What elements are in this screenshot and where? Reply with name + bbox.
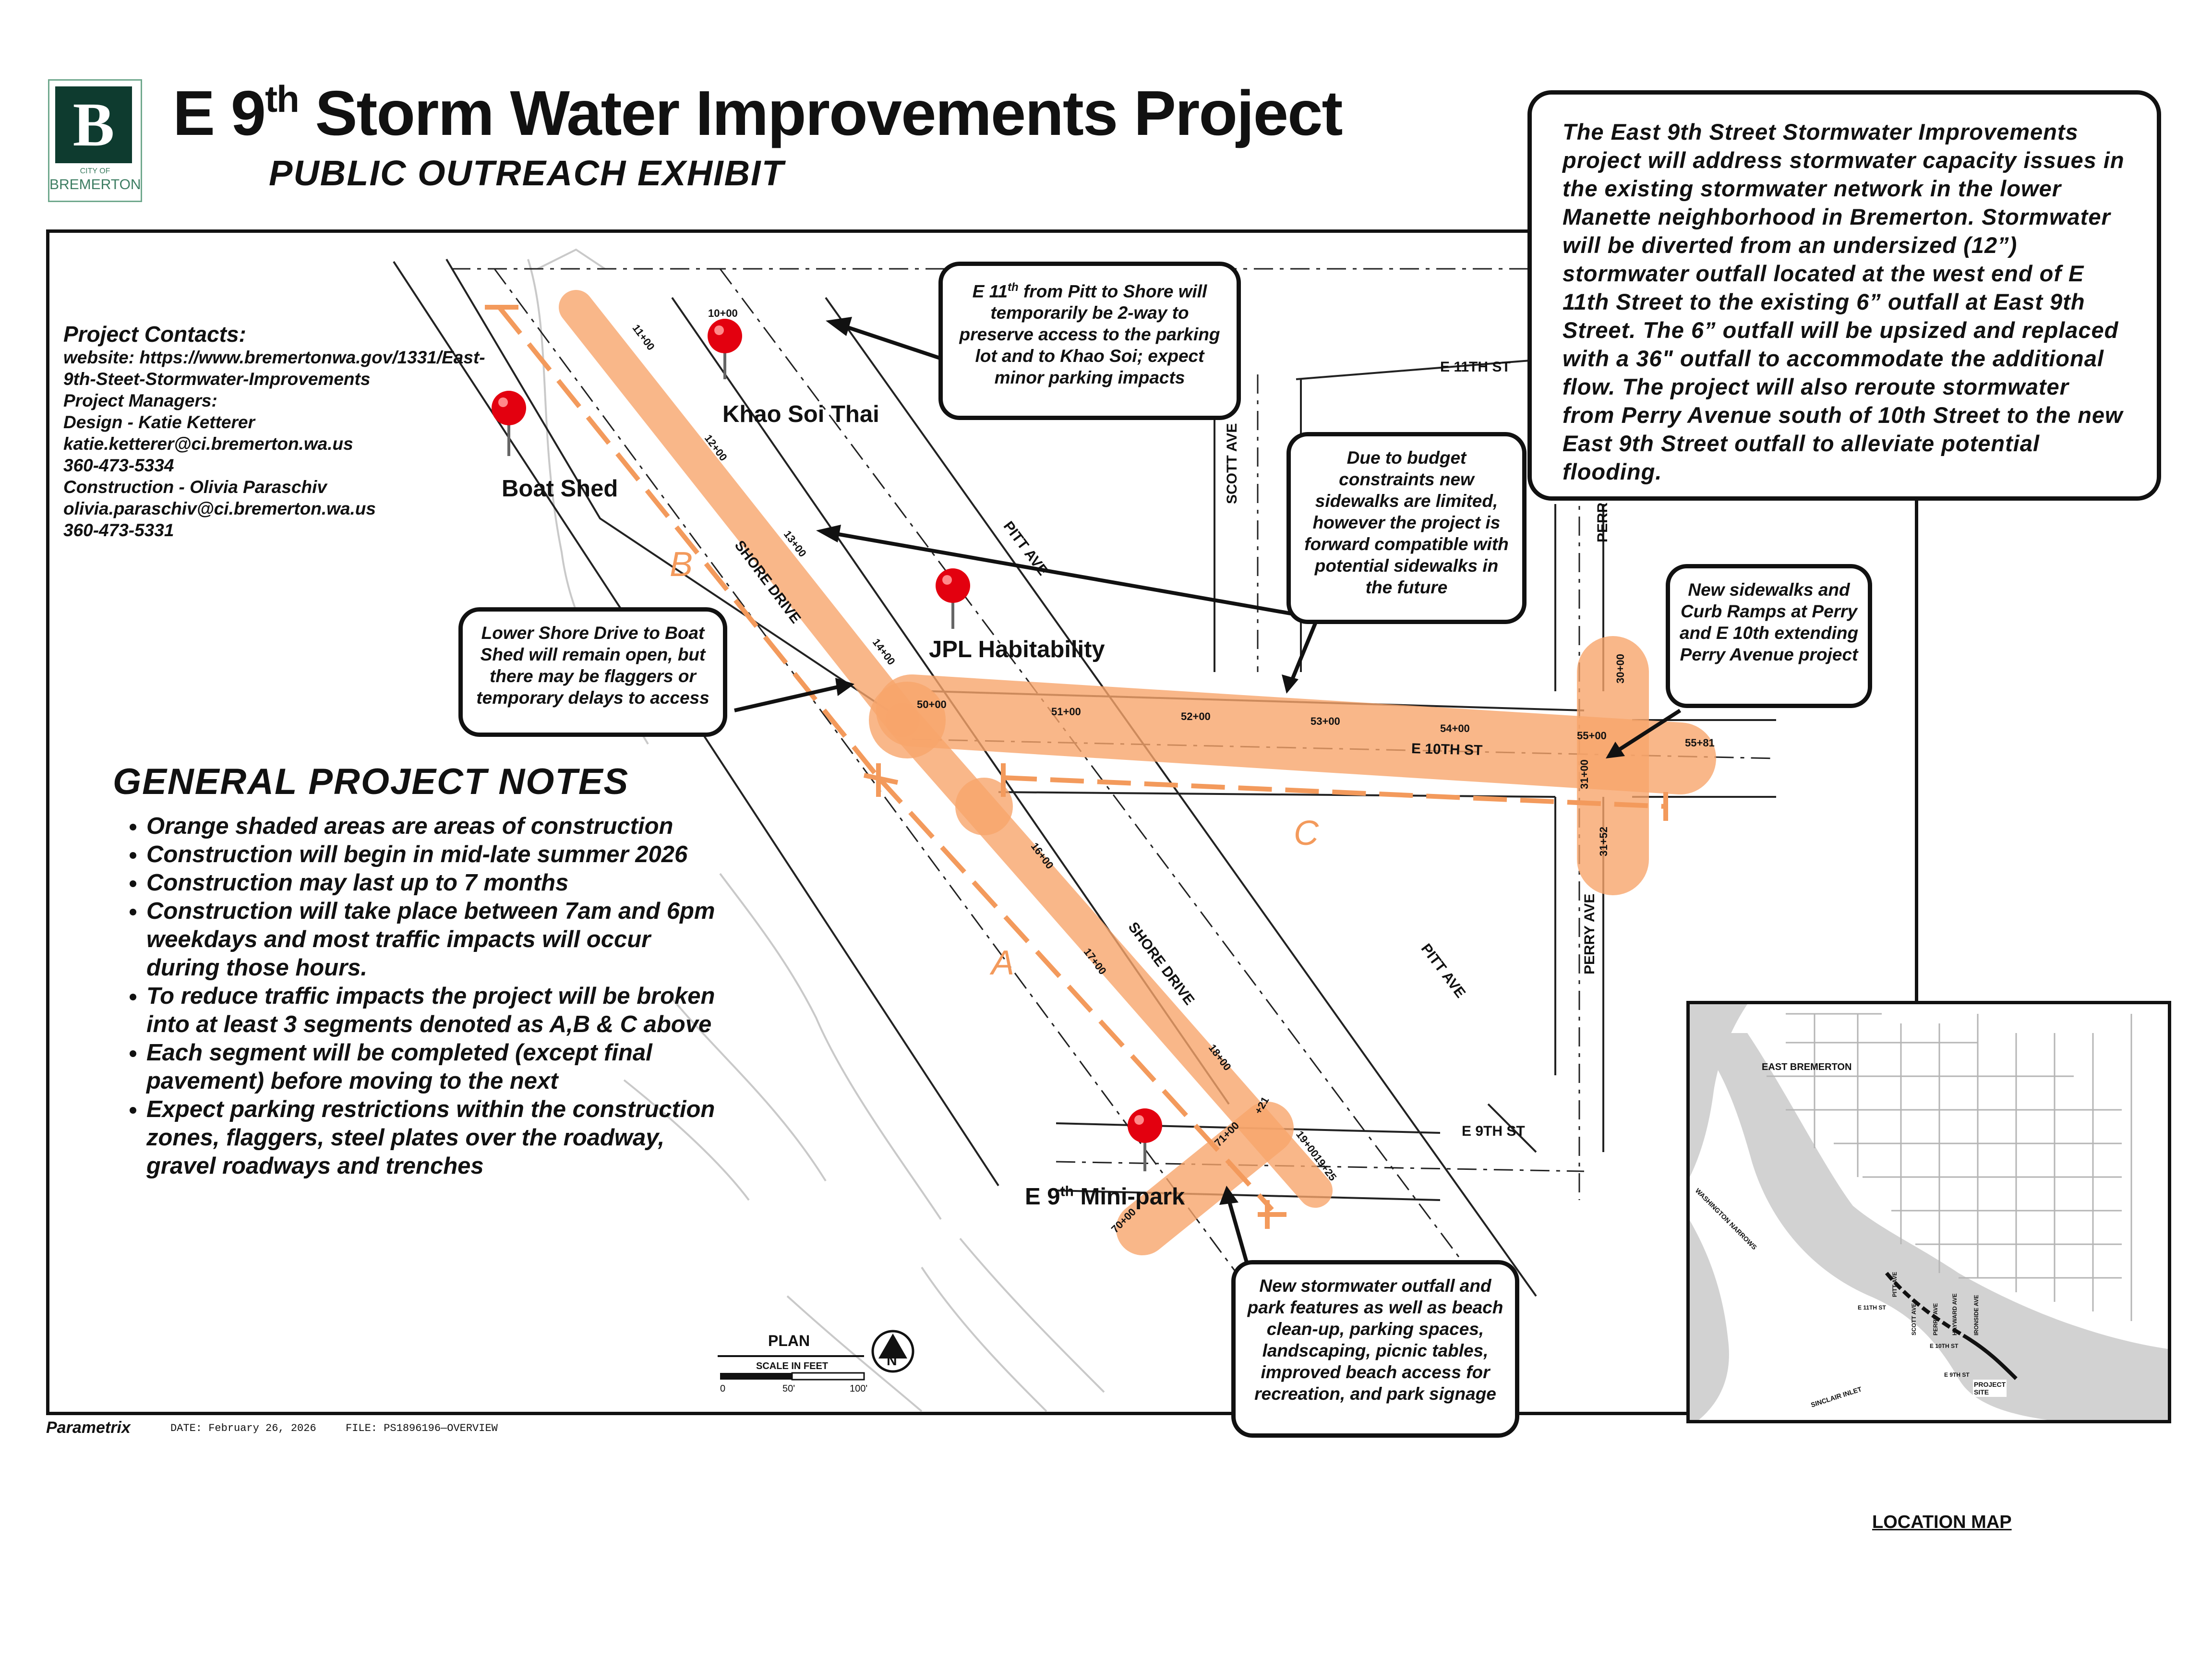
scale-tick-50: 50' [782,1383,795,1394]
station: 54+00 [1440,722,1470,734]
north-arrow-label: N [887,1353,897,1369]
locmap-perry: PERRY AVE [1932,1303,1939,1335]
page-subtitle: PUBLIC OUTREACH EXHIBIT [269,153,784,193]
callout-lower-shore: Lower Shore Drive to Boat Shed will rema… [458,607,727,737]
pin-mini-park [1128,1108,1162,1171]
street-e10th: E 10TH ST [1411,741,1483,758]
arrow-heads [816,317,1625,1205]
callout-outfall: New stormwater outfall and park features… [1231,1260,1519,1438]
note-item: Expect parking restrictions within the c… [146,1095,718,1180]
map-pins [492,319,1162,1171]
contacts-design-phone: 360-473-5334 [63,456,174,475]
station: 55+81 [1685,737,1715,749]
station: 50+00 [917,698,947,710]
contacts-heading: Project Contacts: [63,322,246,347]
scale-title: PLAN [768,1332,810,1349]
note-item: Each segment will be completed (except f… [146,1039,718,1095]
footer-file: FILE: PS1896196—OVERVIEW [346,1422,498,1434]
contacts-website-1: website: https://www.bremertonwa.gov/133… [63,348,485,367]
construction-nodes [869,682,1013,835]
station: 55+00 [1577,730,1607,742]
contacts-construction: Construction - Olivia Paraschiv [63,477,327,497]
scale-label: SCALE IN FEET [756,1361,829,1371]
locmap-scott: SCOTT AVE [1911,1303,1917,1335]
contacts-website-2: 9th-Steet-Stormwater-Improvements [63,369,371,389]
footer-brand: Parametrix [46,1419,131,1437]
station: 51+00 [1051,706,1081,718]
title-main: E 9 [173,78,266,148]
pin-boat-shed [492,391,526,456]
title-rest: Storm Water Improvements Project [298,78,1343,148]
locmap-east-bremerton: EAST BREMERTON [1762,1062,1852,1072]
locmap-ironside: IRONSIDE AVE [1973,1295,1980,1335]
scale-tick-0: 0 [720,1383,726,1394]
logo-city-name: BREMERTON [49,177,141,192]
note-item: To reduce traffic impacts the project wi… [146,982,718,1039]
pin-khao-soi [708,319,742,379]
scale-tick-100: 100' [850,1383,868,1394]
pin-label-mini-park: E 9th Mini-park [1025,1183,1185,1210]
callout-budget: Due to budget constraints new sidewalks … [1286,432,1527,624]
contacts-managers: Project Managers: [63,391,217,410]
location-map-drawing [1690,1004,2168,1420]
callout-new-sidewalks: New sidewalks and Curb Ramps at Perry an… [1666,564,1872,708]
title-sup: th [265,78,300,120]
locmap-e11th: E 11TH ST [1858,1304,1886,1311]
contacts-design: Design - Katie Ketterer [63,412,255,432]
general-project-notes: GENERAL PROJECT NOTES Orange shaded area… [113,761,718,1180]
station: 31+00 [1578,759,1590,789]
street-perry: PERRY AVE [1582,893,1598,974]
note-item: Orange shaded areas are areas of constru… [146,812,718,841]
contacts-construction-email: olivia.paraschiv@ci.bremerton.wa.us [63,499,376,518]
notes-title: GENERAL PROJECT NOTES [113,761,629,802]
locmap-e10th: E 10TH ST [1930,1343,1959,1349]
pin-jpl [936,568,970,629]
segment-label-c: C [1294,814,1319,853]
segment-end-ticks [485,305,1668,1229]
pin-label-jpl: JPL Habitability [929,637,1105,662]
street-e9th: E 9TH ST [1462,1123,1525,1139]
project-contacts: Project Contacts: website: https://www.b… [63,322,543,541]
station: 10+00 [708,307,738,319]
station: 30+00 [1614,654,1626,684]
location-map-title: LOCATION MAP [1872,1512,2012,1532]
contacts-construction-phone: 360-473-5331 [63,520,174,540]
location-map: EAST BREMERTON WASHINGTON NARROWS SINCLA… [1686,1001,2171,1423]
locmap-e9th: E 9TH ST [1944,1371,1970,1378]
callout-e11th: E 11th from Pitt to Shore will temporari… [938,262,1241,420]
contacts-design-email: katie.ketterer@ci.bremerton.wa.us [63,434,353,454]
segment-label-a: A [991,944,1015,982]
station: 31+52 [1597,827,1610,856]
station: 52+00 [1181,710,1211,722]
note-item: Construction will begin in mid-late summ… [146,841,718,869]
street-perry-top: PERR [1595,502,1611,542]
pin-label-khao-soi: Khao Soi Thai [722,401,879,427]
project-description: The East 9th Street Stormwater Improveme… [1527,90,2161,501]
segment-label-b: B [670,545,693,584]
locmap-hayward: HAYWARD AVE [1951,1293,1958,1335]
page-title: E 9th Storm Water Improvements Project [173,77,1343,149]
segment-lines [497,305,1666,1212]
logo-city-of: CITY OF [80,167,110,175]
scale-bar [718,1330,914,1381]
locmap-pitt: PITT AVE [1891,1272,1898,1297]
note-item: Construction may last up to 7 months [146,869,718,897]
logo-letter: B [55,86,132,163]
station: 53+00 [1310,715,1340,727]
note-item: Construction will take place between 7am… [146,897,718,982]
pin-label-boat-shed: Boat Shed [502,476,618,502]
notes-list: Orange shaded areas are areas of constru… [113,812,718,1180]
street-e11th: E 11TH ST [1440,359,1511,375]
street-scott: SCOTT AVE [1224,423,1240,504]
city-logo: B CITY OF BREMERTON [48,79,142,202]
footer-date: DATE: February 26, 2026 [170,1422,316,1434]
